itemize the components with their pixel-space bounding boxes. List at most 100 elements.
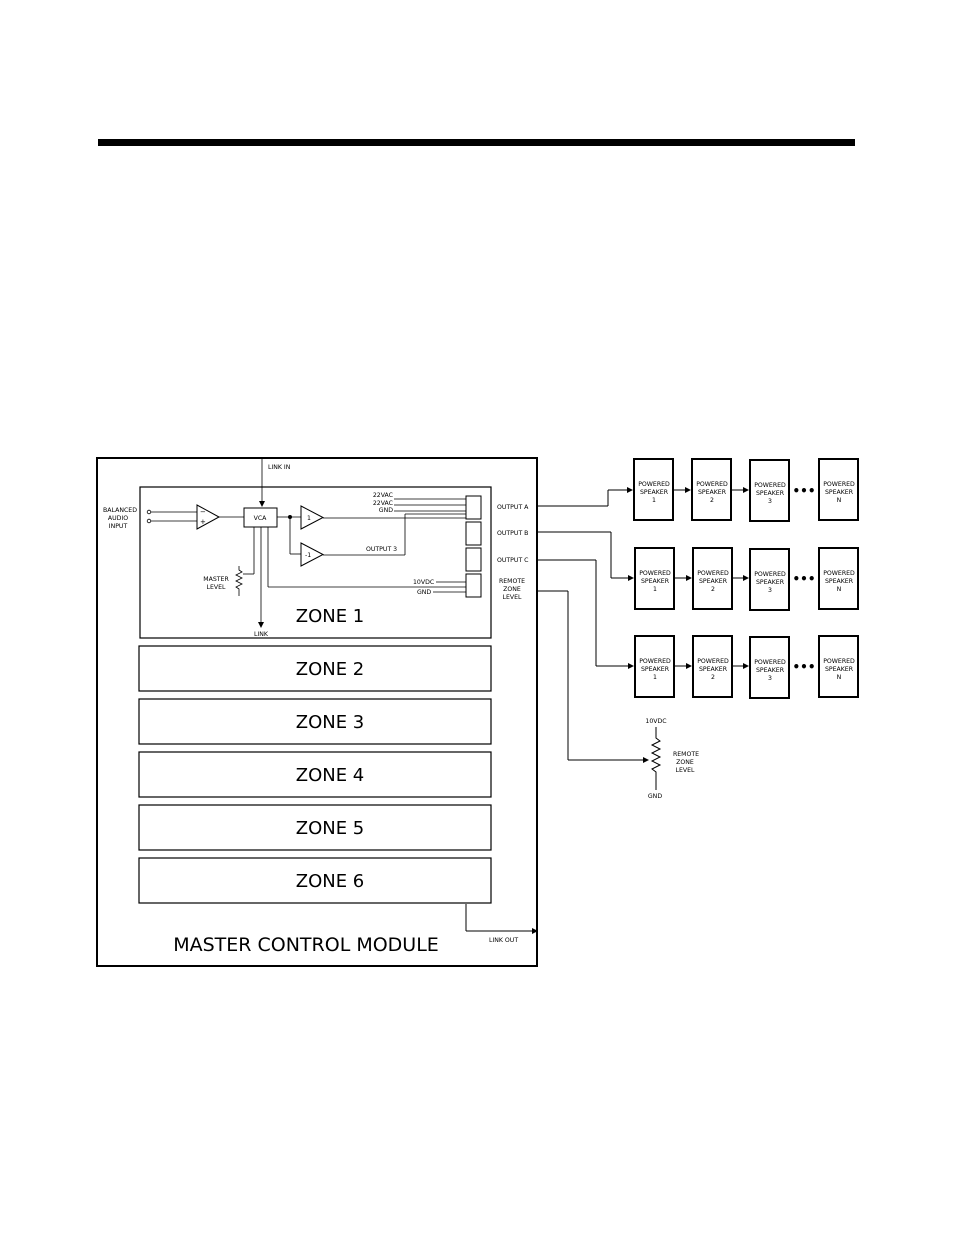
speaker-number: 2: [710, 497, 714, 504]
input-terminal-icon: [146, 518, 152, 524]
speaker-label: SPEAKER: [698, 489, 727, 496]
vac-label-2: 22VAC: [373, 500, 393, 507]
speaker-number: 3: [768, 675, 772, 682]
speaker-label: SPEAKER: [825, 578, 854, 585]
speaker-label: POWERED: [823, 481, 855, 488]
zone-1-label: ZONE 1: [296, 606, 365, 627]
zone-3-box: [138, 698, 492, 745]
zone-1-box: [139, 486, 492, 639]
input-terminal-icon: [146, 509, 152, 515]
speaker-label: SPEAKER: [641, 666, 670, 673]
inverter-gain-label: -1: [305, 552, 311, 559]
terminal-block: [465, 495, 482, 520]
zone-2-label: ZONE 2: [296, 659, 365, 680]
speaker-label: POWERED: [639, 570, 671, 577]
vac-label-1: 22VAC: [373, 492, 393, 499]
master-level-pot-icon: [235, 566, 243, 596]
speaker-number: N: [837, 497, 842, 504]
terminal-block: [465, 547, 482, 572]
pot-bottom-label: GND: [648, 793, 662, 800]
gnd-top-label: GND: [379, 507, 393, 514]
speaker-label: SPEAKER: [825, 489, 854, 496]
header-rule: [98, 139, 855, 146]
speaker-label: SPEAKER: [825, 666, 854, 673]
speaker-number: 3: [768, 498, 772, 505]
speaker-box: [818, 547, 859, 610]
speaker-label: SPEAKER: [756, 490, 785, 497]
zone-6-box: [138, 857, 492, 904]
speaker-box: [749, 636, 790, 699]
master-control-module-box: [96, 457, 538, 967]
output-b-label: OUTPUT B: [497, 530, 528, 537]
link-in-label: LINK IN: [268, 464, 291, 471]
speaker-number: 1: [653, 674, 657, 681]
speaker-number: N: [837, 674, 842, 681]
vdc-label: 10VDC: [413, 579, 434, 586]
speaker-label: SPEAKER: [640, 489, 669, 496]
speaker-label: POWERED: [823, 658, 855, 665]
balanced-input-label-2: AUDIO: [108, 515, 128, 522]
speaker-number: 1: [653, 586, 657, 593]
speaker-box: [818, 458, 859, 521]
remote-zone-level-label-3: LEVEL: [503, 594, 522, 601]
speaker-number: N: [837, 586, 842, 593]
zone-5-label: ZONE 5: [296, 818, 365, 839]
speaker-label: SPEAKER: [641, 578, 670, 585]
vca-block: [243, 507, 278, 528]
vca-label: VCA: [254, 515, 268, 522]
speaker-label: POWERED: [639, 658, 671, 665]
terminal-block: [465, 521, 482, 546]
output-3-label: OUTPUT 3: [366, 546, 397, 553]
speaker-number: 2: [711, 586, 715, 593]
master-level-label-2: LEVEL: [207, 584, 226, 591]
zone-5-box: [138, 804, 492, 851]
speaker-box: [749, 548, 790, 611]
buffer-gain-label: 1: [307, 515, 311, 522]
remote-zone-level-label-1: REMOTE: [499, 578, 525, 585]
speaker-number: 1: [652, 497, 656, 504]
zone-6-label: ZONE 6: [296, 871, 365, 892]
zone-2-box: [138, 645, 492, 692]
remote-zone-level-label-2: ZONE: [503, 586, 521, 593]
plus-sign: +: [200, 518, 206, 526]
speaker-label: SPEAKER: [756, 579, 785, 586]
speaker-label: POWERED: [697, 658, 729, 665]
ellipsis: •••: [792, 660, 815, 674]
junction-dot: [288, 515, 292, 519]
speaker-label: POWERED: [754, 659, 786, 666]
ellipsis: •••: [792, 572, 815, 586]
speaker-box: [749, 459, 790, 522]
remote-zone-level-pot-icon: [650, 727, 662, 790]
input-amplifier-icon: [196, 504, 221, 530]
minus-sign: −: [200, 508, 206, 516]
balanced-input-label-1: BALANCED: [103, 507, 137, 514]
speaker-label: SPEAKER: [699, 578, 728, 585]
link-label: LINK: [254, 631, 269, 638]
output-a-label: OUTPUT A: [497, 504, 529, 511]
speaker-label: POWERED: [754, 571, 786, 578]
balanced-input-label-3: INPUT: [109, 523, 128, 530]
zone-4-box: [138, 751, 492, 798]
ellipsis: •••: [792, 484, 815, 498]
zone-3-label: ZONE 3: [296, 712, 365, 733]
speaker-label: POWERED: [754, 482, 786, 489]
speaker-number: 3: [768, 587, 772, 594]
speaker-label: SPEAKER: [756, 667, 785, 674]
inverting-amplifier-icon: [300, 542, 325, 567]
zone-4-label: ZONE 4: [296, 765, 365, 786]
output-c-label: OUTPUT C: [497, 557, 529, 564]
pot-label-3: LEVEL: [676, 767, 695, 774]
speaker-number: 2: [711, 674, 715, 681]
speaker-label: POWERED: [696, 481, 728, 488]
buffer-amplifier-icon: [300, 505, 325, 530]
terminal-block: [465, 573, 482, 598]
speaker-label: POWERED: [823, 570, 855, 577]
speaker-box: [818, 635, 859, 698]
speaker-label: SPEAKER: [699, 666, 728, 673]
gnd-bottom-label: GND: [417, 589, 431, 596]
pot-top-label: 10VDC: [645, 718, 666, 725]
link-out-label: LINK OUT: [489, 937, 518, 944]
speaker-label: POWERED: [638, 481, 670, 488]
pot-label-2: ZONE: [676, 759, 694, 766]
